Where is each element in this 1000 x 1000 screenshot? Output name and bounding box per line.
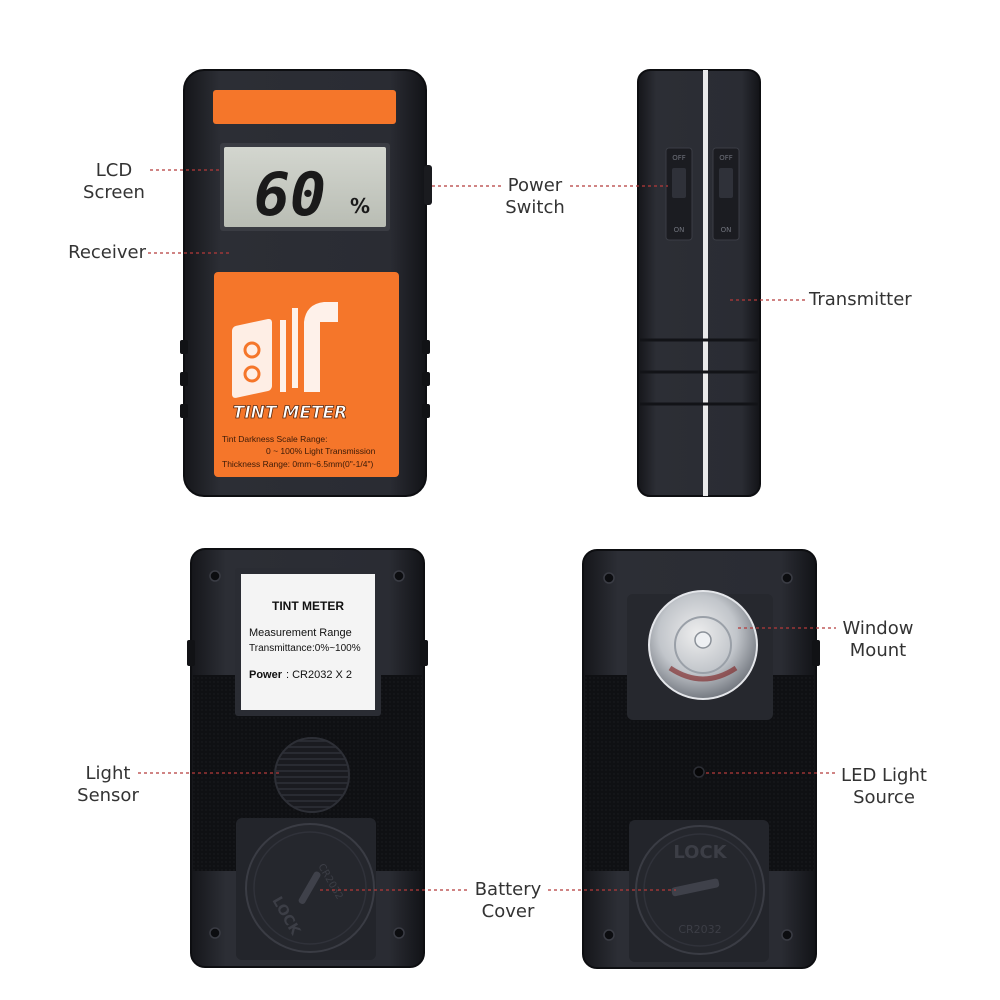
screw-icon bbox=[209, 570, 221, 582]
led-light-hole bbox=[693, 766, 705, 778]
screw-icon bbox=[781, 572, 793, 584]
battery-model-text-2: CR2032 bbox=[678, 923, 721, 936]
lcd-unit: % bbox=[350, 194, 370, 218]
callout-light-sensor: Light Sensor bbox=[77, 763, 139, 806]
back-receiver: TINT METER Measurement Range Transmittan… bbox=[187, 548, 428, 968]
suction-cup bbox=[627, 590, 773, 720]
sticker-line-2: 0 ~ 100% Light Transmission bbox=[266, 446, 376, 456]
sticker-brand: TINT METER bbox=[233, 403, 348, 423]
orange-top-strip bbox=[213, 90, 396, 124]
power-switch-right: OFF ON bbox=[712, 147, 740, 241]
screw-icon bbox=[393, 927, 405, 939]
callout-lcd-screen: LCD Screen bbox=[83, 160, 145, 203]
label-title: TINT METER bbox=[272, 599, 344, 613]
callout-power-switch: Power Switch bbox=[505, 175, 565, 218]
label-line-1: Measurement Range bbox=[249, 627, 352, 639]
switch-on-label-right: ON bbox=[721, 226, 732, 234]
light-sensor-grill bbox=[274, 737, 350, 813]
power-switch-left: OFF ON bbox=[665, 147, 693, 241]
callout-transmitter: Transmitter bbox=[809, 289, 912, 310]
switch-off-label-left: OFF bbox=[672, 154, 686, 162]
battery-lock-text-2: LOCK bbox=[673, 842, 727, 863]
battery-cover: LOCK CR2032 bbox=[236, 818, 376, 960]
callout-battery-cover: Battery Cover bbox=[474, 879, 542, 922]
label-power-value: : CR2032 X 2 bbox=[286, 669, 352, 681]
leader-lines bbox=[138, 169, 836, 891]
callout-led-light-source: LED Light Source bbox=[841, 765, 927, 808]
sticker-line-3: Thickness Range: 0mm~6.5mm(0"-1/4") bbox=[222, 459, 373, 469]
callout-window-mount: Window Mount bbox=[842, 618, 914, 661]
callout-receiver: Receiver bbox=[68, 242, 146, 263]
switch-on-label-left: ON bbox=[674, 226, 685, 234]
screw-icon bbox=[393, 570, 405, 582]
screw-icon bbox=[781, 929, 793, 941]
label-line-2: Transmittance:0%~100% bbox=[249, 643, 361, 654]
screw-icon bbox=[603, 929, 615, 941]
side-device: OFF ON OFF ON bbox=[637, 69, 761, 497]
label-power-key: Power bbox=[249, 669, 283, 681]
front-sticker: TINT METER Tint Darkness Scale Range: 0 … bbox=[214, 272, 399, 477]
screw-icon bbox=[603, 572, 615, 584]
split-gap bbox=[703, 70, 708, 496]
tint-meter-graphic bbox=[232, 302, 338, 398]
front-device: 60 % TINT METER Tint Darkness Scale Rang… bbox=[180, 69, 432, 497]
switch-off-label-right: OFF bbox=[719, 154, 733, 162]
battery-cover: LOCK CR2032 bbox=[629, 820, 769, 962]
lcd-screen: 60 % bbox=[220, 143, 390, 231]
lcd-value: 60 bbox=[254, 160, 326, 230]
screw-icon bbox=[209, 927, 221, 939]
sticker-line-1: Tint Darkness Scale Range: bbox=[222, 434, 328, 444]
back-transmitter: LOCK CR2032 bbox=[582, 549, 820, 969]
back-label: TINT METER Measurement Range Transmittan… bbox=[235, 568, 381, 716]
